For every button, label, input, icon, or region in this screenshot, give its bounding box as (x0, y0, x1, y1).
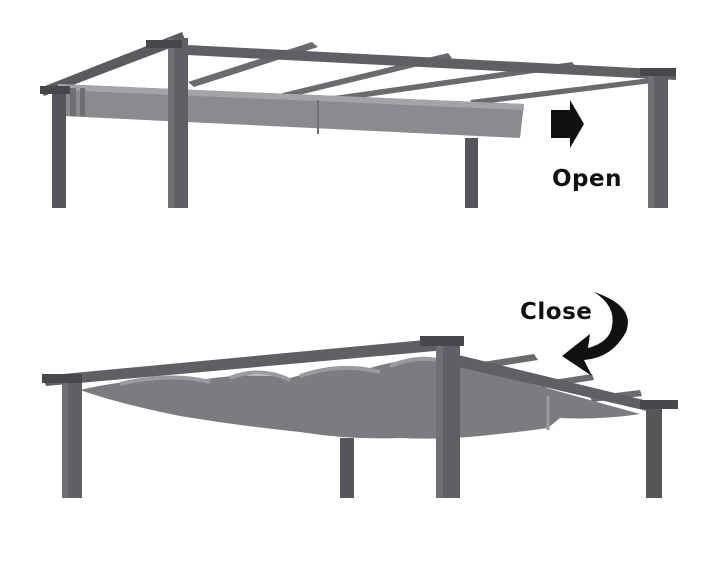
pergola-closed-panel (42, 292, 678, 498)
open-arrow-icon (551, 100, 584, 148)
close-arrow-icon (562, 292, 628, 376)
open-caption: Open (552, 166, 622, 192)
close-caption: Close (520, 299, 593, 325)
posts-bottom (62, 340, 662, 498)
side-beam-bottom (446, 352, 660, 414)
back-beam-top (168, 44, 676, 80)
posts-top (52, 38, 668, 208)
pergola-open-panel (40, 32, 676, 208)
extended-canopy (80, 359, 640, 439)
front-beam-bottom (42, 338, 446, 386)
